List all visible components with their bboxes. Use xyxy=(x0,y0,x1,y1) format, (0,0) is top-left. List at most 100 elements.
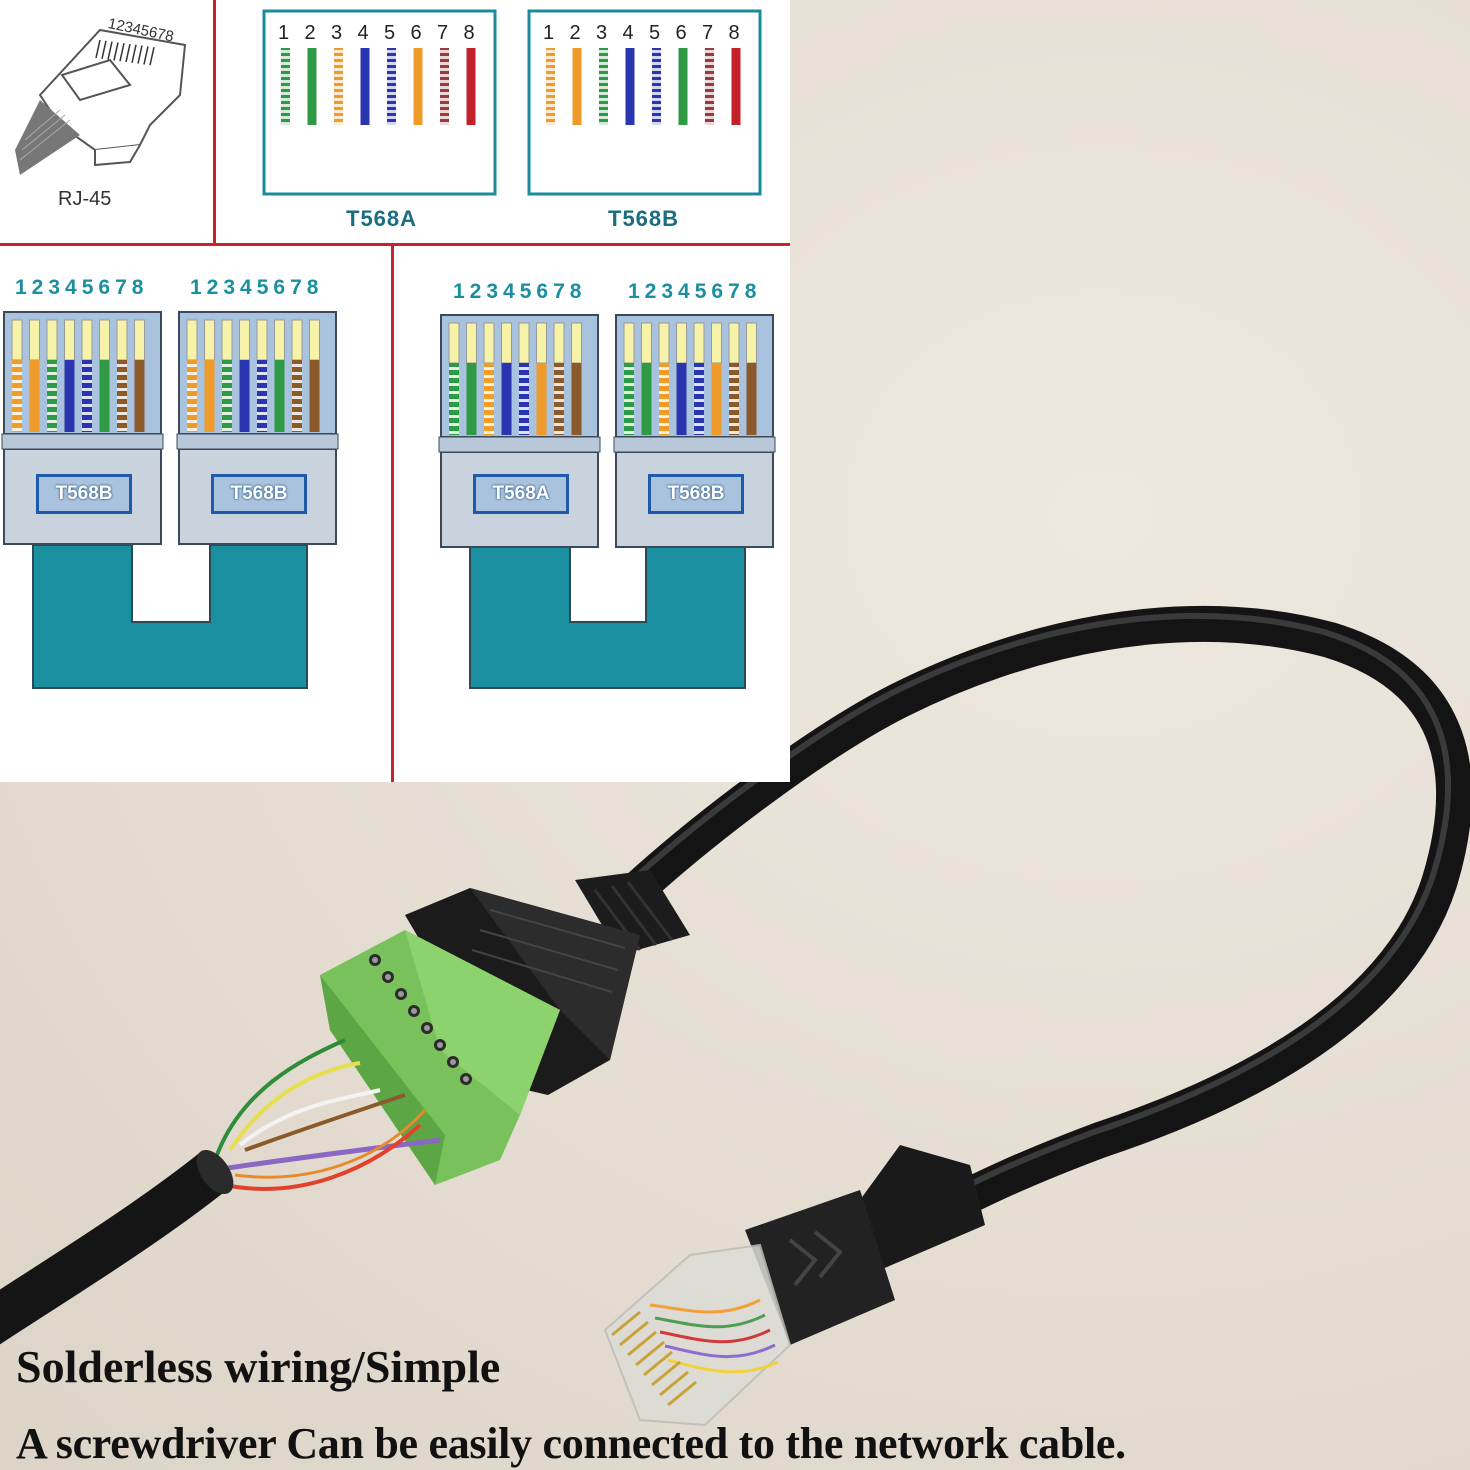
gold-contact xyxy=(134,319,145,361)
t568b-pin-3: 3 xyxy=(596,22,608,44)
wire-red xyxy=(224,1123,422,1191)
straight-right-badge: T568B xyxy=(211,474,307,514)
wire-yellow xyxy=(228,1061,361,1152)
conductor xyxy=(309,360,320,432)
gold-contact xyxy=(711,322,722,364)
conductor xyxy=(99,360,110,432)
t568a-pin-8: 8 xyxy=(463,22,475,44)
conductor xyxy=(571,363,582,435)
crossover-teal-base xyxy=(469,544,746,689)
gold-contact xyxy=(29,319,40,361)
caption-line-1: Solderless wiring/Simple xyxy=(16,1341,501,1392)
t568a-pin-6: 6 xyxy=(410,22,422,44)
conductor xyxy=(746,363,757,435)
wire-strand xyxy=(625,48,635,125)
straight-teal-base xyxy=(32,544,308,689)
t568b-label: T568B xyxy=(608,206,680,231)
rj45-boot xyxy=(860,1145,985,1270)
rj45-label: RJ-45 xyxy=(58,188,112,210)
conductor xyxy=(274,360,285,432)
wire-strand xyxy=(413,48,423,125)
gold-contact xyxy=(483,322,495,364)
gold-contact xyxy=(186,319,198,361)
gold-contact xyxy=(116,319,128,361)
t568a-pin-7: 7 xyxy=(437,22,449,44)
t568b-pin-6: 6 xyxy=(675,22,687,44)
caption-line-2: A screwdriver Can be easily connected to… xyxy=(16,1419,1126,1468)
wire-strand xyxy=(360,48,370,125)
conductor xyxy=(204,360,215,432)
crossover-right-badge: T568B xyxy=(648,474,744,514)
gold-contact xyxy=(676,322,687,364)
gold-contact xyxy=(641,322,652,364)
plug-pin xyxy=(659,1370,689,1397)
straight-right-pin-numbers: 12345678 xyxy=(190,276,324,299)
plug-pin xyxy=(611,1310,641,1337)
divider-vertical-top xyxy=(213,0,216,243)
gold-contact xyxy=(46,319,58,361)
gold-contact xyxy=(466,322,477,364)
gold-contact xyxy=(658,322,670,364)
straight-left-pin-numbers: 12345678 xyxy=(15,276,149,299)
gold-contact xyxy=(11,319,23,361)
conductor xyxy=(676,363,687,435)
rj45-clear-plug xyxy=(603,1243,792,1427)
t568a-label: T568A xyxy=(346,206,418,231)
gold-contact xyxy=(448,322,460,364)
conductor xyxy=(501,363,512,435)
gold-contact xyxy=(746,322,757,364)
gold-contact xyxy=(221,319,233,361)
conductor xyxy=(134,360,145,432)
plug-pin xyxy=(627,1330,657,1357)
plug-pin xyxy=(667,1380,697,1407)
t568a-pin-2: 2 xyxy=(304,22,316,44)
crossover-right-pin-numbers: 12345678 xyxy=(628,280,762,303)
plug-pin xyxy=(651,1360,681,1387)
t568a-pin-5: 5 xyxy=(384,22,396,44)
straight-left-badge: T568B xyxy=(36,474,132,514)
plug-pin xyxy=(619,1320,649,1347)
wire-brown xyxy=(244,1093,406,1152)
gold-contact xyxy=(239,319,250,361)
wire-orange xyxy=(234,1108,427,1179)
gold-contact xyxy=(693,322,705,364)
plug-pin xyxy=(643,1350,673,1377)
conductor xyxy=(29,360,40,432)
conductor xyxy=(64,360,75,432)
standard-boxes xyxy=(262,9,762,196)
gold-contact xyxy=(623,322,635,364)
conductor xyxy=(536,363,547,435)
gold-contact xyxy=(274,319,285,361)
gold-contact xyxy=(728,322,740,364)
gold-contact xyxy=(553,322,565,364)
gold-contact xyxy=(518,322,530,364)
gold-contact xyxy=(81,319,93,361)
t568b-pin-2: 2 xyxy=(569,22,581,44)
gold-contact xyxy=(309,319,320,361)
conductor xyxy=(641,363,652,435)
t568b-pin-7: 7 xyxy=(702,22,714,44)
rj45-sketch xyxy=(15,28,187,175)
wire-strand xyxy=(678,48,688,125)
t568a-pin-3: 3 xyxy=(331,22,343,44)
wire-strand xyxy=(307,48,317,125)
wire-white xyxy=(238,1088,381,1147)
cable-combination-diagrams xyxy=(1,311,776,689)
divider-vertical-bottom xyxy=(391,246,394,782)
t568b-pin-1: 1 xyxy=(543,22,555,44)
rj45-gold-pins xyxy=(611,1310,697,1407)
gold-contact xyxy=(536,322,547,364)
divider-horizontal xyxy=(0,243,790,246)
conductor xyxy=(239,360,250,432)
gold-contact xyxy=(501,322,512,364)
crossover-left-pin-numbers: 12345678 xyxy=(453,280,587,303)
gold-contact xyxy=(291,319,303,361)
t568a-pin-4: 4 xyxy=(357,22,369,44)
wire-green xyxy=(213,1038,346,1161)
wire-purple xyxy=(214,1137,441,1173)
t568b-pin-8: 8 xyxy=(728,22,740,44)
conductor xyxy=(711,363,722,435)
